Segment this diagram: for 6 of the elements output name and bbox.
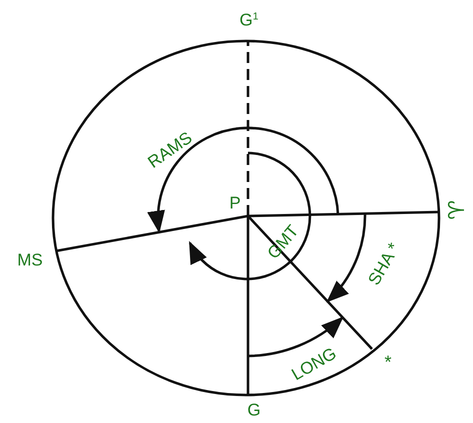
- aries-symbol: ♈: [447, 200, 469, 220]
- point-label: G$^{1}$: [240, 12, 258, 28]
- point-label: P: [229, 194, 241, 212]
- point-label: MS: [17, 252, 43, 268]
- star-symbol: *: [384, 353, 392, 371]
- point-label: G: [247, 402, 261, 418]
